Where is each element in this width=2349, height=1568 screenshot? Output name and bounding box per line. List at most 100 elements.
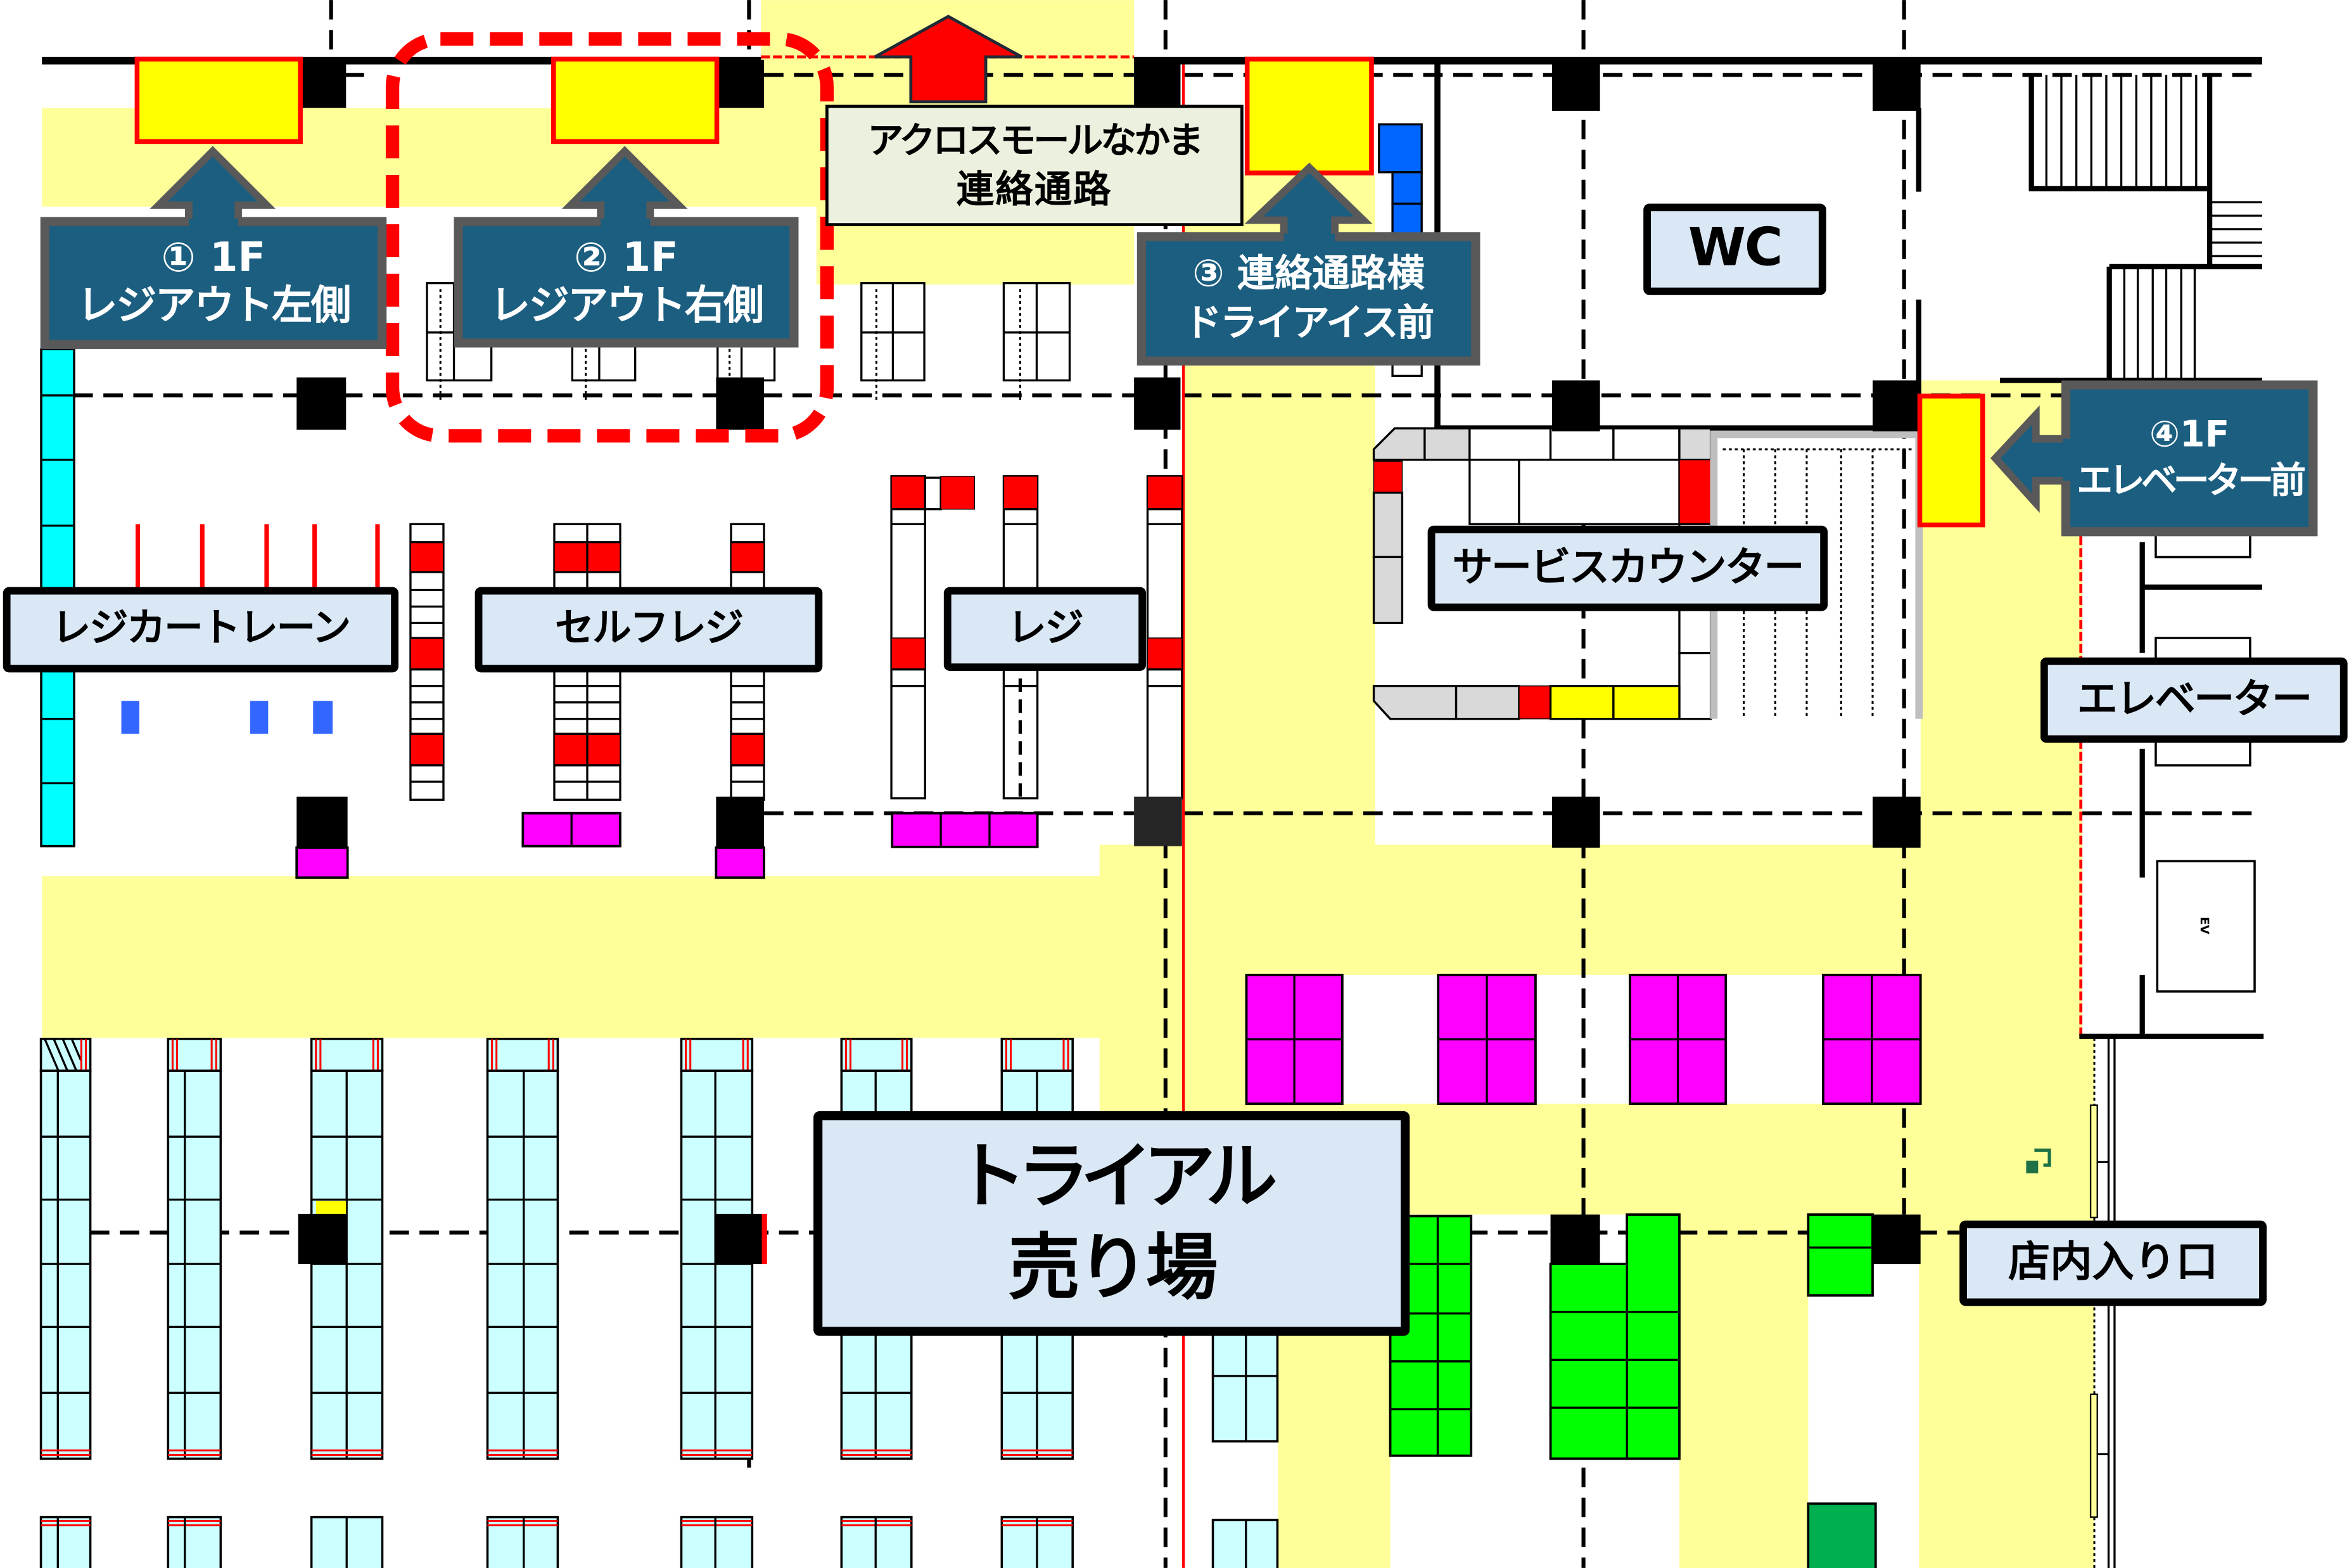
register-red-section bbox=[1147, 476, 1183, 510]
corridor-direction-arrow-icon bbox=[874, 15, 1022, 104]
endcap-red-trim bbox=[844, 1039, 908, 1071]
walkway bbox=[1679, 1214, 1809, 1568]
magenta-unit bbox=[891, 812, 1039, 848]
counter-red-segment bbox=[1373, 461, 1403, 494]
magenta-unit-divider bbox=[939, 813, 991, 847]
magenta-display-tables bbox=[1245, 974, 1922, 1106]
magenta-unit bbox=[715, 846, 765, 879]
position-marker-1 bbox=[134, 56, 303, 144]
sales-floor-label-line1: トライアル bbox=[954, 1135, 1278, 1220]
display-table-grid bbox=[1246, 974, 1342, 1104]
shelf-red-trim bbox=[311, 1449, 383, 1456]
pillar bbox=[1873, 60, 1921, 111]
endcap-hatching bbox=[44, 1038, 82, 1071]
pillar bbox=[1873, 796, 1921, 848]
register-red-section bbox=[891, 637, 926, 670]
self-checkout-label-text: セルフレジ bbox=[555, 606, 744, 652]
gondola-shelf bbox=[310, 1038, 384, 1568]
shelf-red-trim bbox=[168, 1520, 221, 1527]
endcap-red-trim bbox=[491, 1039, 554, 1071]
register-red-section bbox=[1147, 637, 1183, 670]
green-sign-icon bbox=[2026, 1148, 2051, 1174]
pillar-yellow-tag bbox=[315, 1201, 347, 1214]
counter-yellow-segment bbox=[1612, 685, 1681, 720]
walkway bbox=[1099, 845, 1184, 1112]
shelf-red-trim bbox=[681, 1520, 753, 1527]
callout-3-title: ③ 連絡通路横 bbox=[1192, 252, 1425, 295]
shelf-endcap bbox=[840, 1038, 913, 1072]
checkout-red-section bbox=[410, 542, 444, 573]
counter-segment bbox=[1372, 492, 1404, 559]
register-label-text: レジ bbox=[1007, 606, 1084, 651]
counter-segment bbox=[1455, 685, 1520, 720]
pillar bbox=[296, 796, 348, 848]
green-display bbox=[1807, 1213, 1874, 1297]
store-entrance-label-text: 店内入り口 bbox=[2008, 1237, 2218, 1287]
register-dividers bbox=[1147, 508, 1182, 687]
endcap-red-trim bbox=[685, 1039, 749, 1071]
display-table-grid bbox=[1823, 974, 1921, 1104]
ev-tag: EV bbox=[2198, 917, 2212, 934]
endcap-red-trim bbox=[80, 1039, 87, 1071]
checkout-red-section bbox=[730, 733, 765, 766]
cart-lane-markers bbox=[121, 701, 333, 734]
pillar-red-tag bbox=[761, 1213, 767, 1265]
corridor-label: アクロスモールなかま 連絡通路 bbox=[825, 105, 1244, 226]
outer-wall bbox=[1134, 56, 2262, 65]
position-markers bbox=[134, 56, 1985, 528]
freezer-unit bbox=[1378, 123, 1423, 174]
service-counter-label: サービスカウンター bbox=[1427, 525, 1828, 611]
counter-segment bbox=[1612, 427, 1681, 461]
counter-red-segment bbox=[1679, 459, 1712, 525]
callout-3-dry-ice: ③ 連絡通路横 ドライアイス前 bbox=[1136, 232, 1480, 366]
callout-1-title: ① 1F bbox=[161, 235, 266, 282]
self-checkout-magenta-units bbox=[295, 812, 765, 879]
counter-segment bbox=[1372, 685, 1458, 720]
register-red-section bbox=[1003, 476, 1038, 510]
pillar bbox=[1551, 796, 1600, 848]
shelf-endcap bbox=[680, 1038, 754, 1072]
wc-label-text: WC bbox=[1688, 219, 1783, 279]
counter-segment bbox=[1518, 459, 1681, 526]
walkway bbox=[1183, 974, 1247, 1104]
register-dividers bbox=[891, 508, 926, 687]
elevator-label-text: エレベーター bbox=[2077, 676, 2312, 723]
green-sign-icon-frame bbox=[2034, 1148, 2051, 1167]
freezer-unit bbox=[1391, 202, 1423, 236]
shelf-endcap bbox=[486, 1038, 559, 1072]
shelf-red-trim bbox=[487, 1520, 558, 1527]
green-display-units bbox=[1389, 1213, 1877, 1568]
gondola-shelf bbox=[39, 1038, 92, 1568]
elevator-label: エレベーター bbox=[2040, 657, 2348, 743]
pillar bbox=[1134, 377, 1181, 430]
highlight-dashed-outline bbox=[385, 32, 834, 443]
green-sign-icon-block bbox=[2026, 1161, 2039, 1174]
counter-red-segment bbox=[1518, 685, 1551, 720]
pillar bbox=[296, 377, 347, 430]
pillar bbox=[1551, 60, 1600, 111]
shelf-dividers bbox=[168, 1071, 221, 1459]
pillar bbox=[1134, 796, 1182, 846]
checkout-dividers bbox=[410, 541, 443, 783]
callout-3-location: ドライアイス前 bbox=[1184, 300, 1434, 344]
shelf-red-trim bbox=[487, 1449, 558, 1456]
green-display-grid bbox=[1550, 1214, 1679, 1459]
gondola-shelf bbox=[680, 1038, 754, 1568]
shelf-dividers bbox=[311, 1071, 383, 1459]
display-table-grid bbox=[1629, 974, 1726, 1104]
wc-wall bbox=[1916, 108, 1921, 192]
staircase bbox=[2000, 75, 2262, 383]
shelf-endcap bbox=[167, 1038, 222, 1072]
register-label: レジ bbox=[943, 587, 1147, 672]
endcap-red-trim bbox=[315, 1039, 379, 1071]
shelf-red-trim bbox=[681, 1449, 753, 1456]
register-red-section bbox=[940, 476, 976, 510]
gondola-shelf bbox=[167, 1038, 222, 1568]
shelf-dividers bbox=[487, 1071, 558, 1459]
callout-1-register-out-left: ① 1F レジアウト左側 bbox=[40, 217, 387, 349]
counter-segment bbox=[1468, 459, 1520, 526]
sales-floor-label: トライアル 売り場 bbox=[813, 1111, 1410, 1336]
counter-segment bbox=[1678, 652, 1712, 720]
corridor-label-line2: 連絡通路 bbox=[956, 167, 1112, 212]
